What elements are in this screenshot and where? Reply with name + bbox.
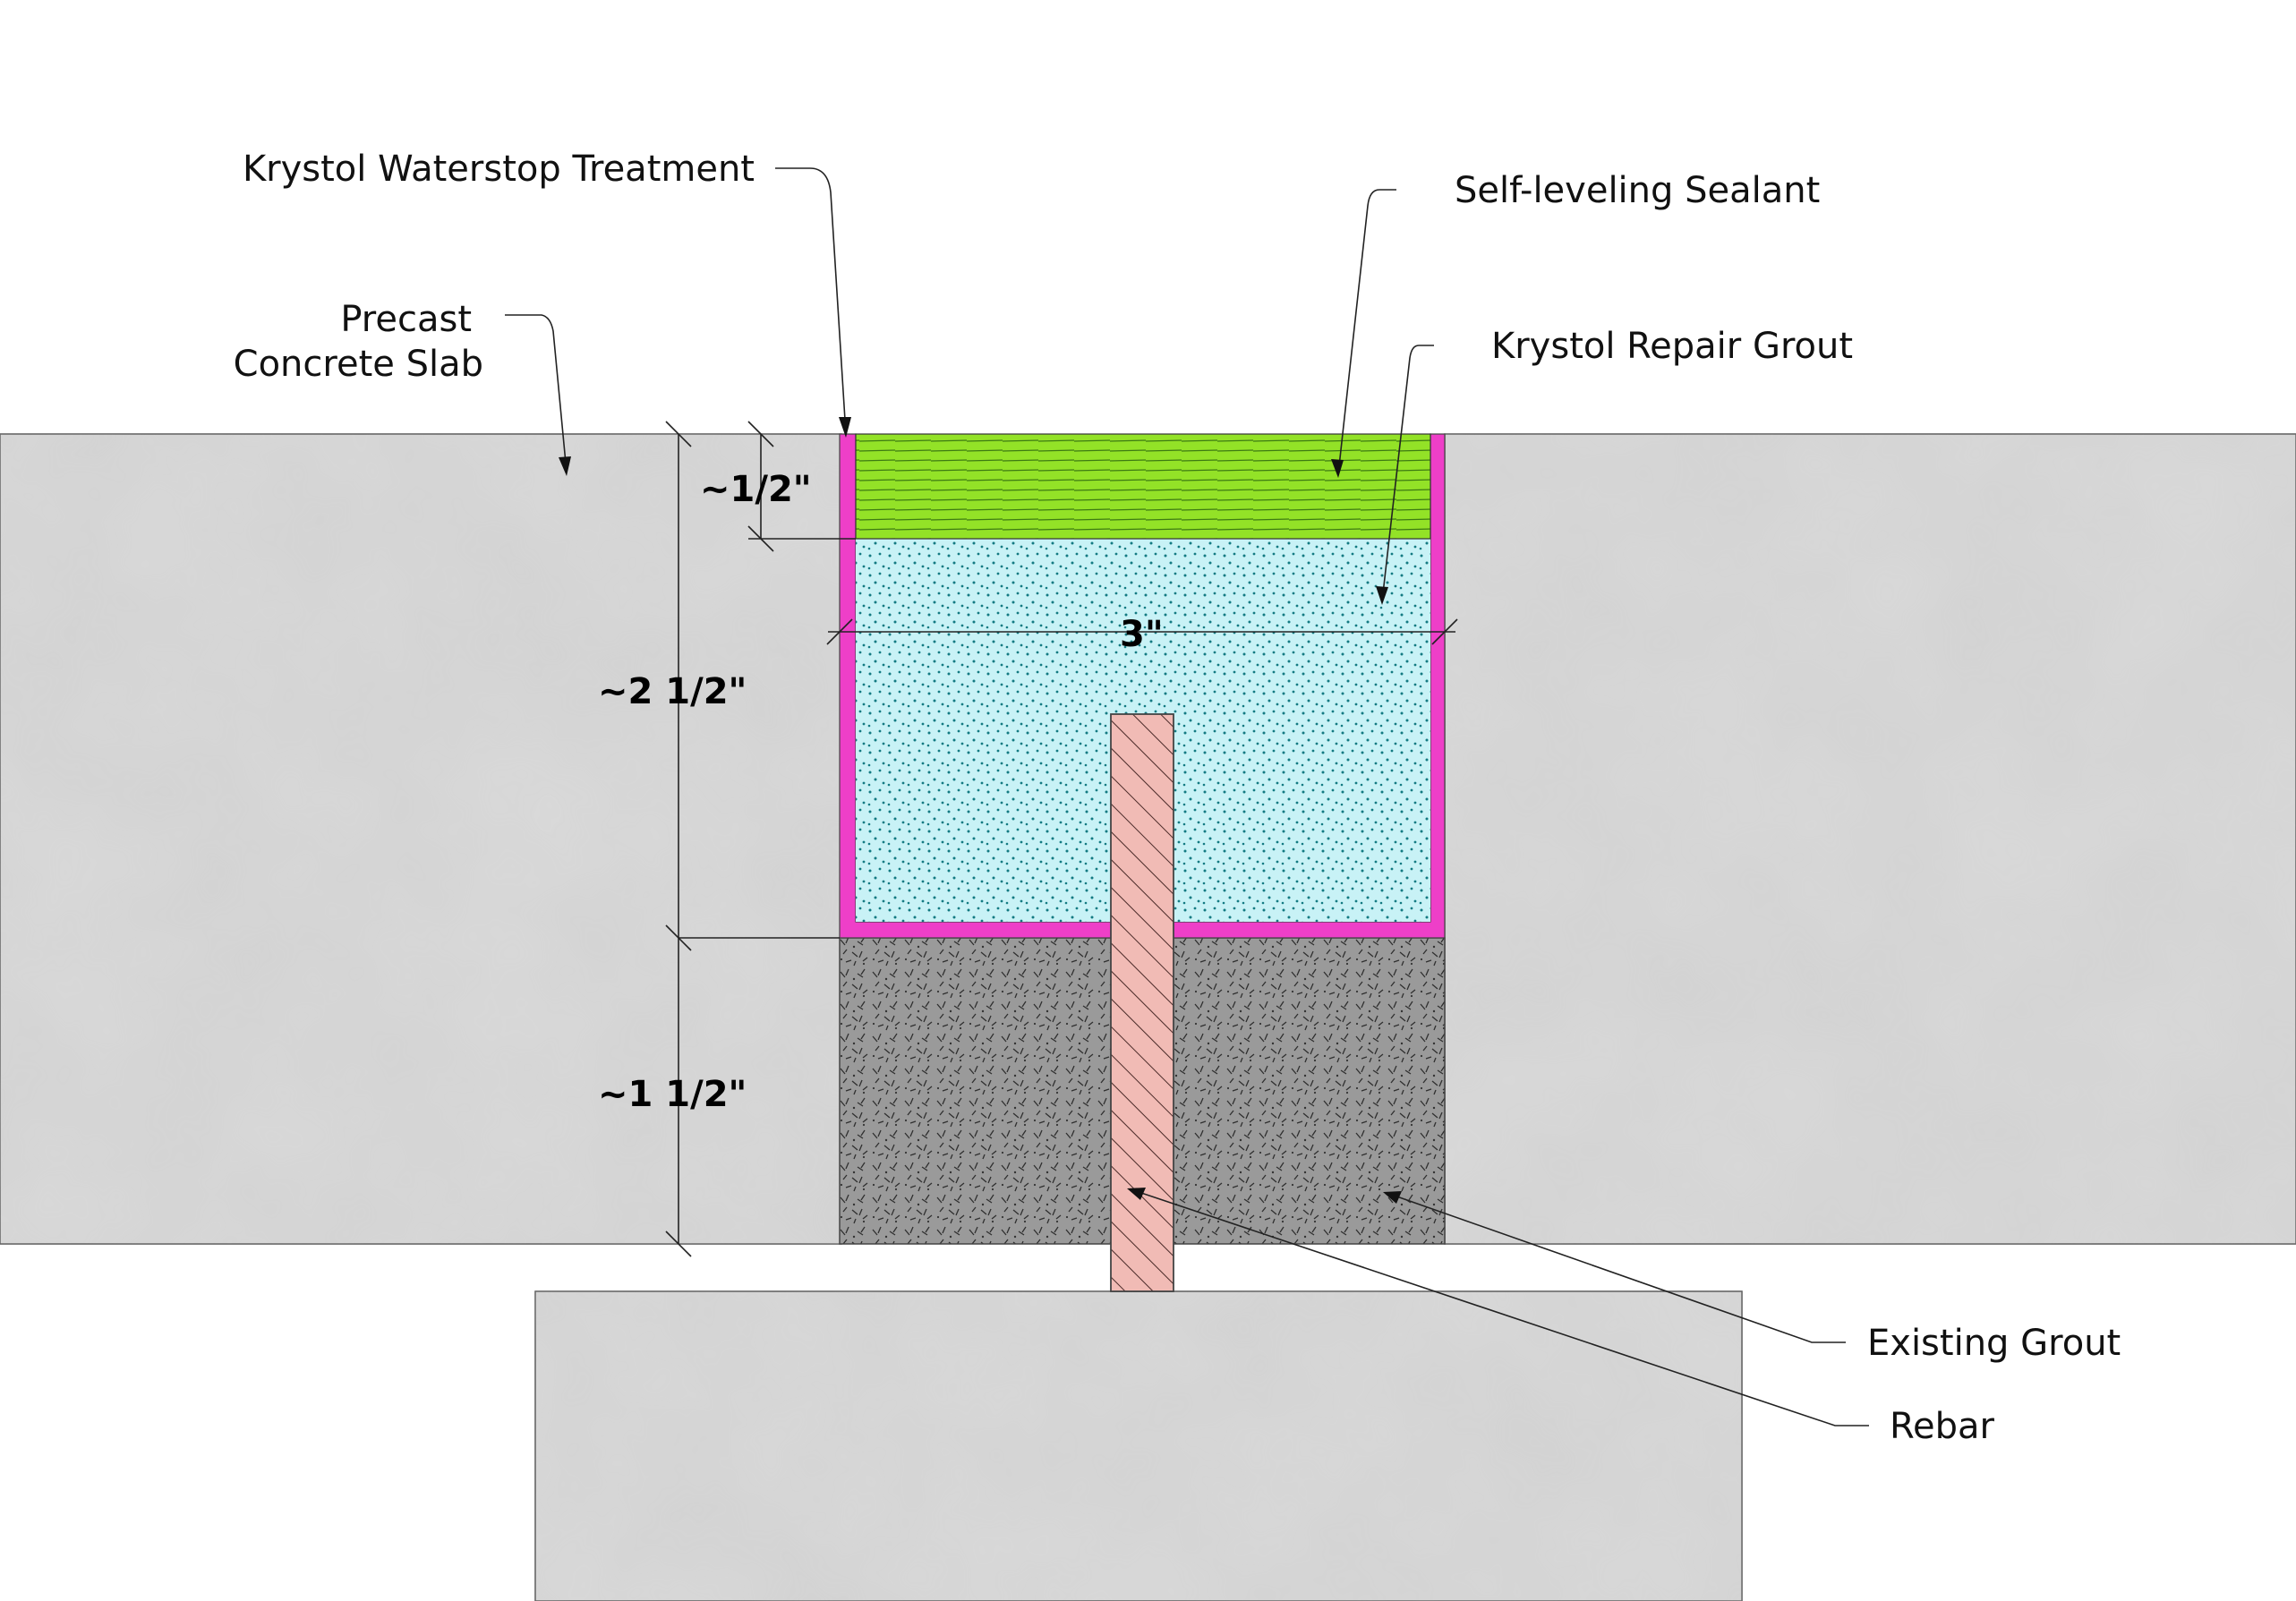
label-waterstop: Krystol Waterstop Treatment (243, 149, 755, 190)
label-rebar: Rebar (1890, 1406, 1995, 1447)
dim-joint-width: 3" (1120, 614, 1164, 655)
self-leveling-sealant (855, 433, 1431, 540)
leader-arrowheads (559, 417, 1402, 1204)
dimension-lines (665, 421, 1458, 1257)
precast-slab-left (0, 433, 842, 1245)
dim-sealant-depth: ~1/2" (700, 469, 812, 510)
label-precast-line2: Concrete Slab (234, 344, 483, 385)
dim-grout-depth: ~1 1/2" (598, 1074, 747, 1115)
label-existing-grout: Existing Grout (1867, 1323, 2121, 1364)
label-precast-line1: Precast (340, 299, 472, 340)
rebar (1110, 713, 1174, 1292)
dim-repair-depth: ~2 1/2" (598, 671, 747, 712)
leader-lines (505, 167, 1869, 1426)
precast-slab-right (1444, 433, 2296, 1245)
label-sealant: Self-leveling Sealant (1455, 170, 1820, 211)
support-beam (534, 1290, 1743, 1601)
label-repair-grout: Krystol Repair Grout (1491, 326, 1853, 367)
